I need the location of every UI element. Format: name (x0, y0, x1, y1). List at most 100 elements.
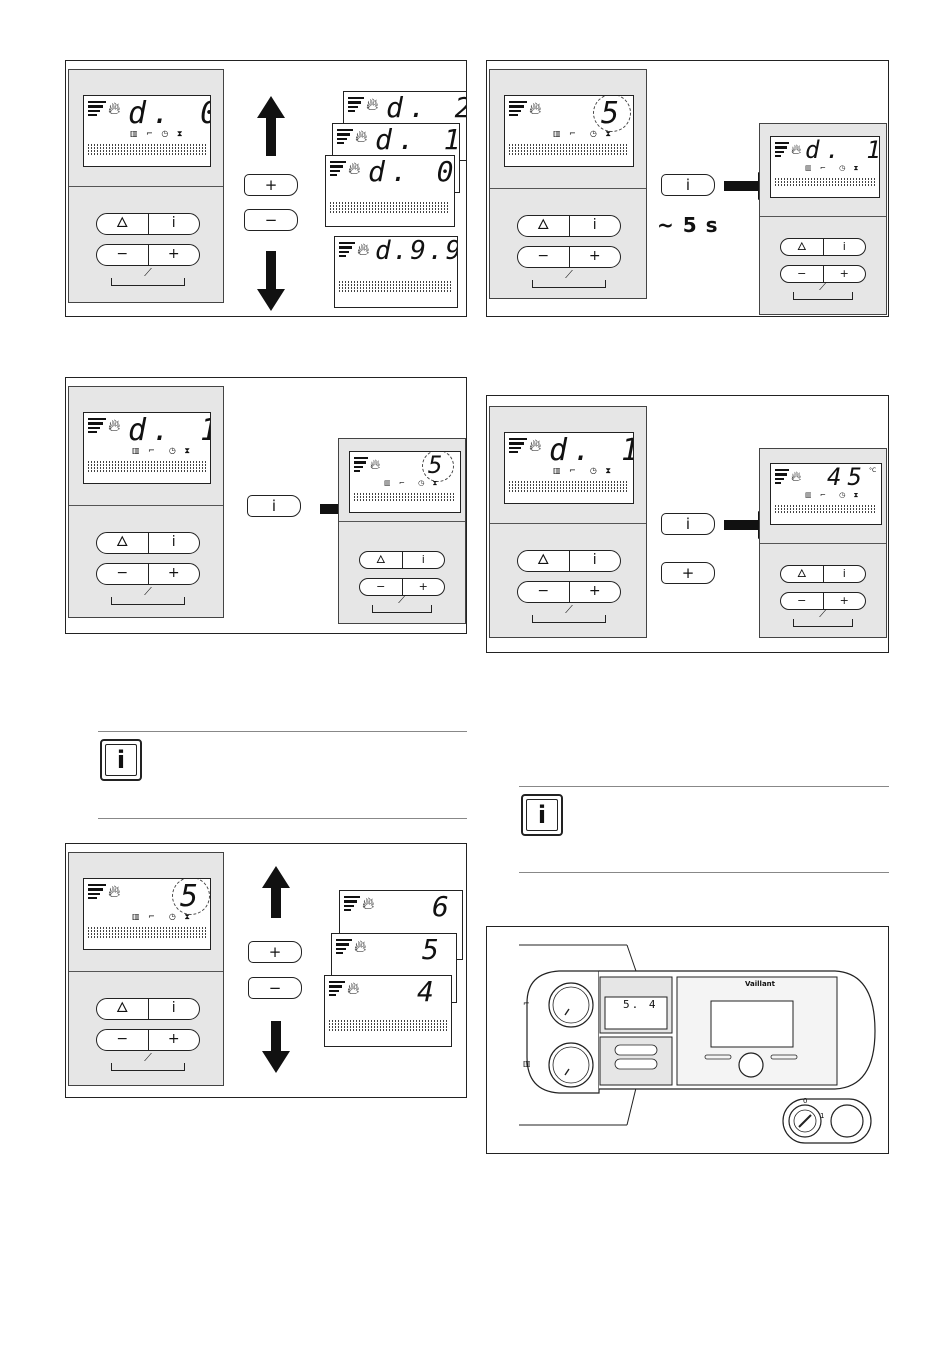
control-unit: 🔥︎ d. 1 ▥ ⌐ ◷ ⧗ 🜂 i − + ⟋ (489, 406, 647, 638)
blink-indicator (422, 452, 454, 482)
figure-panel-exit-diagnostics: 🔥︎ 5 ▥ ⌐ ◷ ⧗ 🜂 i − + ⟋ i ~ 5 s 🔥︎ d. 1 ▥… (486, 60, 889, 317)
info-button[interactable]: i (568, 216, 621, 236)
info-button[interactable]: i (147, 533, 200, 553)
plus-button[interactable]: + (568, 247, 621, 267)
chimney-sweep-button[interactable]: 🜂 (116, 1000, 129, 1016)
flame-icon: 🔥︎ (529, 436, 542, 456)
info-button[interactable]: i (147, 999, 200, 1019)
button-row-bottom: − + (780, 592, 866, 610)
minus-button[interactable]: − (116, 565, 129, 581)
control-unit: 🔥︎ 5 ▥ ⌐ ◷ ⧗ 🜂 i − + ⟋ (68, 852, 224, 1086)
minus-key[interactable]: − (248, 977, 302, 999)
info-button[interactable]: i (147, 214, 200, 234)
heating-knob[interactable] (549, 1043, 593, 1087)
button-row-bottom: − + (96, 1029, 200, 1051)
chimney-sweep-button[interactable]: 🜂 (796, 567, 807, 580)
chimney-sweep-button[interactable]: 🜂 (796, 240, 807, 253)
info-button[interactable]: i (822, 566, 866, 582)
signal-bars-icon (509, 101, 527, 119)
minus-button[interactable]: − (537, 583, 550, 599)
figure-panel-diagnostic-select: 🔥︎ d. 0 ▥ ⌐ ◷ ⧗ 🜂 i − + ⟋ + − 🔥︎ d. 2 🔥︎… (65, 60, 467, 317)
plus-button[interactable]: + (822, 266, 866, 282)
chimney-sweep-icon: ⟋ (565, 603, 573, 616)
info-button[interactable]: i (568, 551, 621, 571)
display-digits: d. 1 (805, 136, 880, 164)
display-digits: d. 0 (128, 96, 210, 131)
plus-button[interactable]: + (147, 245, 200, 265)
minus-button[interactable]: − (116, 246, 129, 262)
info-note-icon: i (100, 739, 142, 781)
chimney-sweep-button[interactable]: 🜂 (116, 534, 129, 550)
chimney-sweep-bracket: ⟋ (793, 607, 853, 627)
display-digits: d. 0 (368, 155, 455, 188)
lcd-display: 🔥︎ d. 1 ▥ ⌐ ◷ ⧗ (504, 432, 634, 504)
minus-button[interactable]: − (537, 248, 550, 264)
blink-indicator (172, 879, 210, 915)
blink-indicator (593, 96, 631, 132)
minus-key[interactable]: − (244, 209, 298, 231)
status-symbols: ▥ ⌐ ◷ ⧗ (805, 164, 862, 172)
control-unit: 🔥︎ 5 ▥ ⌐ ◷ ⧗ 🜂 i − + ⟋ (489, 69, 647, 299)
chimney-sweep-icon: ⟋ (819, 607, 827, 620)
info-key[interactable]: i (247, 495, 301, 517)
minus-button[interactable]: − (116, 1031, 129, 1047)
plus-key[interactable]: + (244, 174, 298, 196)
display-digits: d.9.9 (375, 236, 458, 266)
plus-button[interactable]: + (401, 579, 445, 595)
flame-icon: 🔥︎ (354, 937, 367, 957)
radiator-icon: ▥ (523, 1059, 531, 1068)
figure-panel-show-value: 🔥︎ d. 1 ▥ ⌐ ◷ ⧗ 🜂 i − + ⟋ i 🔥︎ 5 ▥ ⌐ ◷ ⧗… (65, 377, 467, 634)
signal-bars-icon (775, 142, 793, 160)
chimney-sweep-icon: ⟋ (144, 266, 152, 279)
button-row-bottom: − + (780, 265, 866, 283)
plus-key[interactable]: + (661, 562, 715, 584)
note-rule-top (98, 731, 467, 732)
mains-switch-label-on: 1 (820, 1112, 825, 1120)
plus-key[interactable]: + (248, 941, 302, 963)
button-row-bottom: − + (359, 578, 445, 596)
chimney-sweep-button[interactable]: 🜂 (375, 553, 386, 566)
figure-panel-boiler-front: 5. 4 Vaillant 0 1 ⌐ ▥ (486, 926, 889, 1154)
flame-icon: 🔥︎ (108, 882, 121, 902)
chimney-sweep-icon: ⟋ (144, 585, 152, 598)
lcd-display: 🔥︎ d. 0 ▥ ⌐ ◷ ⧗ (83, 95, 211, 167)
chimney-sweep-button[interactable]: 🜂 (537, 552, 550, 568)
info-key[interactable]: i (661, 513, 715, 535)
dot-matrix-row (775, 504, 877, 514)
chimney-sweep-bracket: ⟋ (532, 268, 606, 288)
signal-bars-icon (775, 469, 793, 487)
plus-button[interactable]: + (568, 582, 621, 602)
status-symbols: ▥ ⌐ ◷ ⧗ (553, 129, 615, 138)
flame-icon: 🔥︎ (366, 95, 379, 115)
lcd-stack-front: 🔥︎ 4 (324, 975, 452, 1047)
button-row-bottom: − + (96, 244, 200, 266)
status-symbols: ▥ ⌐ ◷ ⧗ (132, 446, 194, 455)
button-row-top: 🜂 i (359, 551, 445, 569)
hold-duration-label: ~ 5 s (657, 213, 719, 237)
minus-button[interactable]: − (797, 594, 807, 607)
plus-button[interactable]: + (822, 593, 866, 609)
chimney-sweep-bracket: ⟋ (532, 603, 606, 623)
boiler-front-drawing (519, 944, 876, 1144)
minus-button[interactable]: − (797, 267, 807, 280)
signal-bars-icon (329, 981, 347, 999)
chimney-sweep-button[interactable]: 🜂 (537, 217, 550, 233)
display-digits: 5 (422, 933, 445, 966)
dot-matrix-row (330, 202, 450, 214)
button-row-top: 🜂 i (780, 565, 866, 583)
dot-matrix-row (88, 461, 206, 473)
info-key[interactable]: i (661, 174, 715, 196)
chimney-sweep-button[interactable]: 🜂 (116, 215, 129, 231)
plus-button[interactable]: + (147, 1030, 200, 1050)
minus-button[interactable]: − (376, 580, 386, 593)
info-button[interactable]: i (822, 239, 866, 255)
info-button[interactable]: i (401, 552, 445, 568)
lcd-stack-front: 🔥︎ d. 0 (325, 155, 455, 227)
flame-icon: 🔥︎ (355, 127, 368, 147)
chimney-sweep-icon: ⟋ (819, 280, 827, 293)
mains-switch-icon[interactable] (789, 1105, 821, 1137)
display-digits: 6 (432, 890, 455, 923)
dot-matrix-row (509, 481, 629, 493)
plus-button[interactable]: + (147, 564, 200, 584)
hot-water-knob[interactable] (549, 983, 593, 1027)
